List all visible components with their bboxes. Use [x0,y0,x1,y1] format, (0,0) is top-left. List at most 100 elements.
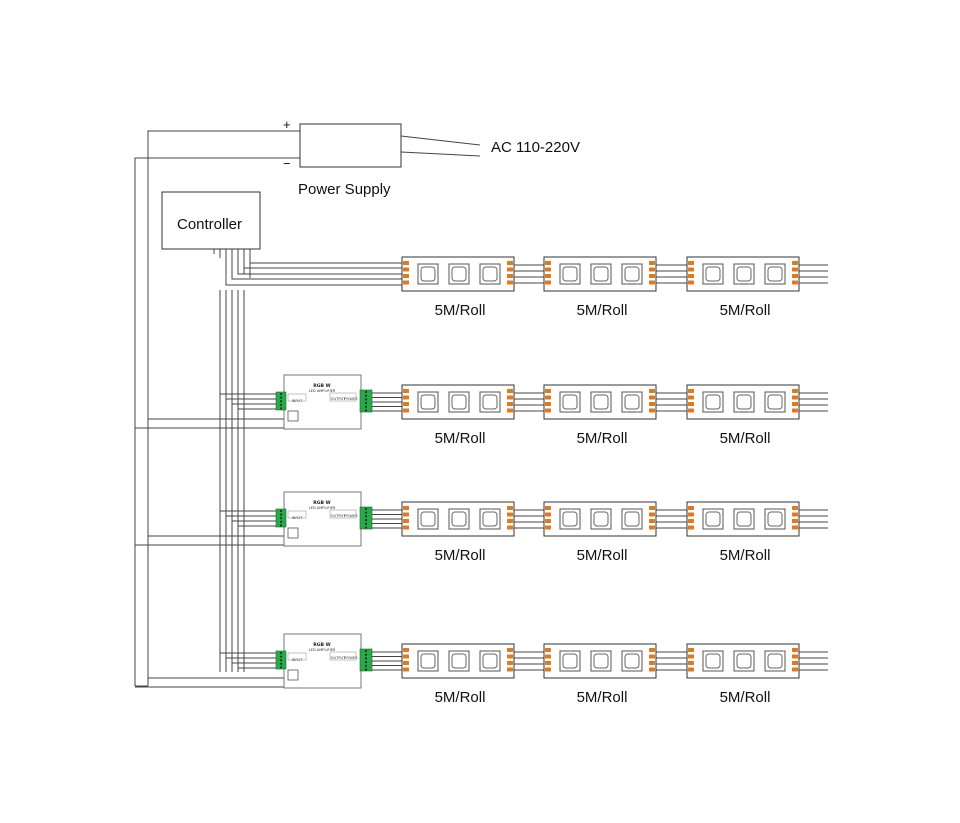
controller-label: Controller [177,216,242,233]
input-port [287,510,307,519]
power-supply-label: Power Supply [298,181,391,198]
terminal-screw [364,511,368,514]
solder-pad [507,267,513,272]
terminal-screw [279,403,283,406]
amplifier-output-label: OUTPUT [331,656,346,660]
solder-pad [688,661,694,665]
led-strip-segment: 5M/Roll [686,501,800,564]
solder-pad [792,389,798,393]
solder-pad [403,261,409,265]
solder-pad [545,654,551,659]
solder-pad [507,519,513,523]
solder-pad [403,667,409,672]
amplifier-output-label: OUTPUT [331,514,346,518]
terminal-screw [364,405,368,408]
solder-pad [688,519,694,523]
amplifier-power-label: POWER [344,656,358,660]
led-lens [593,653,609,669]
led-lens [562,511,578,527]
solder-pad [403,661,409,665]
solder-pad [507,274,513,278]
solder-pad [545,512,551,517]
strip-length-label: 5M/Roll [720,547,771,564]
led-strip-segment: 5M/Roll [686,643,800,706]
solder-pad [545,274,551,278]
output-port [329,509,357,519]
solder-pad [649,525,655,530]
wires [134,130,828,688]
solder-pad [688,654,694,659]
led-lens [482,511,498,527]
solder-pad [792,667,798,672]
led-strip-segment: 5M/Roll [543,501,657,564]
solder-pad [649,395,655,400]
terminal-screw [279,651,283,655]
led-strip-segment: 5M/Roll [686,256,800,319]
led-lens [705,511,721,527]
led-lens [767,653,783,669]
solder-pad [688,525,694,530]
solder-pad [792,402,798,406]
terminal-screw [279,400,283,403]
input-port [287,652,307,661]
strip-length-label: 5M/Roll [577,302,628,319]
led-strip-segment: 5M/Roll [401,256,515,319]
terminal-screw [364,664,368,667]
solder-pad [545,667,551,672]
led-lens [420,266,436,282]
solder-pad [792,408,798,413]
terminal-screw [279,524,283,527]
solder-pad [792,280,798,285]
solder-pad [792,661,798,665]
solder-pad [507,395,513,400]
solder-pad [545,402,551,406]
led-strip-segment: 5M/Roll [401,384,515,447]
led-lens [451,266,467,282]
solder-pad [688,274,694,278]
solder-pad [649,519,655,523]
solder-pad [649,402,655,406]
strip-length-label: 5M/Roll [435,430,486,447]
solder-pad [545,661,551,665]
solder-pad [403,408,409,413]
solder-pad [688,512,694,517]
strip-length-label: 5M/Roll [720,302,771,319]
terminal-screw [279,655,283,658]
controller-row1-wire [231,249,402,280]
amplifier-output-label: OUTPUT [331,397,346,401]
amplifier-title: RGB W [313,500,330,506]
solder-pad [545,408,551,413]
solder-pad [545,525,551,530]
solder-pad [545,389,551,393]
led-lens [593,511,609,527]
controller-row1-wire [237,249,402,275]
led-lens [420,511,436,527]
terminal-screw [364,668,368,671]
amplifier-subtitle: LED AMPLIFIER [309,389,336,393]
amplifier-subtitle: LED AMPLIFIER [309,648,336,652]
controller-row1-wire [249,249,402,264]
amplifier-power-label: POWER [344,514,358,518]
controller-box [161,191,261,250]
solder-pad [792,267,798,272]
solder-pad [792,525,798,530]
input-port [287,393,307,402]
solder-pad [688,389,694,393]
solder-pad [792,512,798,517]
solder-pad [403,525,409,530]
terminal-screw [364,515,368,518]
power-jack [287,410,299,422]
terminal-screw [364,657,368,660]
led-lens [736,653,752,669]
solder-pad [792,261,798,265]
terminal-screw [279,659,283,662]
led-lens [705,394,721,410]
solder-pad [507,408,513,413]
solder-pad [403,402,409,406]
led-lens [624,511,640,527]
power-supply-box [299,123,402,168]
